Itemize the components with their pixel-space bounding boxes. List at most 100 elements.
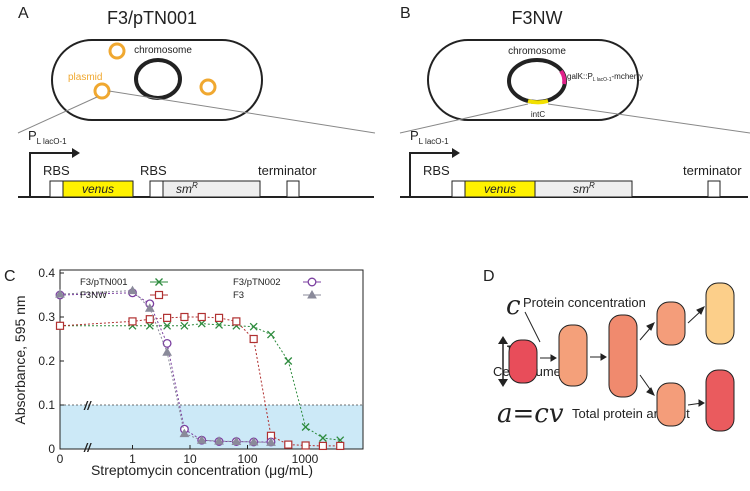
zoom-line — [547, 103, 750, 134]
chromosome-ring — [134, 58, 182, 100]
smr-gene-box — [162, 180, 261, 198]
intc-label: intC — [531, 110, 545, 119]
y-tick-label: 0.3 — [38, 310, 55, 324]
x-tick-label: 10 — [183, 452, 197, 466]
panel-d-letter: D — [483, 268, 495, 285]
cell — [705, 282, 735, 345]
x-tick-label: 100 — [237, 452, 257, 466]
data-point — [127, 285, 138, 295]
data-point — [145, 321, 154, 330]
plot-frame — [59, 269, 364, 450]
zoom-line — [17, 96, 98, 134]
cell — [508, 339, 538, 384]
data-point — [145, 315, 154, 324]
volume-arrow-up — [498, 336, 508, 344]
x-tick-label: 1000 — [292, 452, 319, 466]
axis-break-mark: // — [83, 399, 92, 413]
series-f3nw — [55, 312, 345, 451]
rbs1-label: RBS — [423, 163, 450, 178]
terminator-label: terminator — [683, 163, 742, 178]
panel-b: B F3NW chromosome galK::PL lacO-1-mcherr… — [399, 5, 750, 198]
volume-arrow-down — [498, 379, 508, 387]
c-label: Protein concentration — [523, 295, 646, 310]
c-symbol: c — [506, 291, 521, 321]
data-point — [163, 313, 172, 322]
data-point — [180, 312, 189, 322]
promoter-arrowhead — [452, 148, 460, 158]
x-tick-label: 0 — [57, 452, 64, 466]
legend-marker — [154, 290, 164, 300]
data-point — [249, 322, 258, 331]
promoter-arrowhead — [72, 148, 80, 158]
data-point — [284, 440, 293, 449]
y-tick-label: 0.2 — [38, 354, 55, 368]
panel-d: D c Protein concentration v Cell volume … — [483, 268, 735, 432]
data-point — [336, 441, 345, 451]
data-point — [144, 303, 155, 312]
data-point — [301, 441, 310, 450]
a-formula: a=cv — [497, 399, 564, 429]
plasmid-ring — [199, 78, 217, 96]
data-point — [55, 289, 65, 298]
rbs1-label: RBS — [43, 163, 70, 178]
panel-a: A F3/pTN001 chromosome plasmid PL lacO-1… — [17, 5, 376, 198]
plasmid-label: plasmid — [68, 72, 102, 83]
panel-b-letter: B — [400, 5, 411, 22]
data-point — [266, 437, 276, 446]
data-point — [232, 317, 241, 326]
legend-marker — [307, 289, 317, 299]
x-tick-label: 1 — [129, 452, 136, 466]
panel-c-letter: C — [4, 268, 16, 285]
data-point — [128, 317, 137, 326]
division-arrows — [540, 306, 705, 407]
insert-label: galK::PL lacO-1-mcherry — [567, 72, 643, 83]
data-point — [197, 312, 206, 322]
cell — [608, 314, 638, 398]
terminator-box — [707, 180, 721, 198]
terminator-label: terminator — [258, 163, 317, 178]
data-point — [301, 423, 310, 431]
data-point — [248, 436, 259, 446]
chromosome-label: chromosome — [134, 45, 192, 56]
data-point — [318, 441, 328, 451]
terminator-box — [286, 180, 300, 198]
data-point — [318, 434, 327, 442]
series-f3 — [55, 285, 276, 446]
smr-gene-label: smR — [176, 181, 198, 196]
cell — [656, 382, 686, 427]
legend-marker — [155, 278, 163, 286]
smr-gene-box — [534, 180, 633, 198]
data-point — [214, 436, 224, 445]
data-point — [180, 321, 189, 330]
intc-segment — [527, 99, 549, 105]
promoter-arrow — [409, 152, 452, 197]
cell — [558, 324, 588, 387]
mcherry-insert-segment — [559, 69, 567, 85]
cell — [656, 301, 686, 346]
zoom-line — [108, 90, 376, 134]
venus-gene-label: venus — [82, 182, 114, 196]
chromosome-label: chromosome — [508, 46, 566, 57]
panel-a-title: F3/pTN001 — [107, 8, 197, 28]
cell-outline — [51, 39, 263, 121]
x-axis-label: Streptomycin concentration (μg/mL) — [91, 462, 313, 478]
data-point — [267, 330, 275, 339]
low-absorbance-region — [60, 405, 363, 449]
data-point — [215, 320, 224, 329]
data-point — [179, 428, 190, 438]
venus-gene-label: venus — [484, 182, 516, 196]
venus-gene-box — [62, 180, 134, 198]
y-tick-label: 0.1 — [38, 398, 55, 412]
series-line — [60, 323, 341, 441]
rbs2-label: RBS — [140, 163, 167, 178]
data-point — [231, 436, 242, 446]
data-point — [284, 357, 293, 365]
data-point — [214, 313, 224, 322]
cell — [705, 369, 735, 432]
y-axis-label: Absorbance, 595 nm — [12, 295, 28, 424]
data-point — [197, 319, 206, 328]
c-pointer-line — [524, 311, 541, 343]
